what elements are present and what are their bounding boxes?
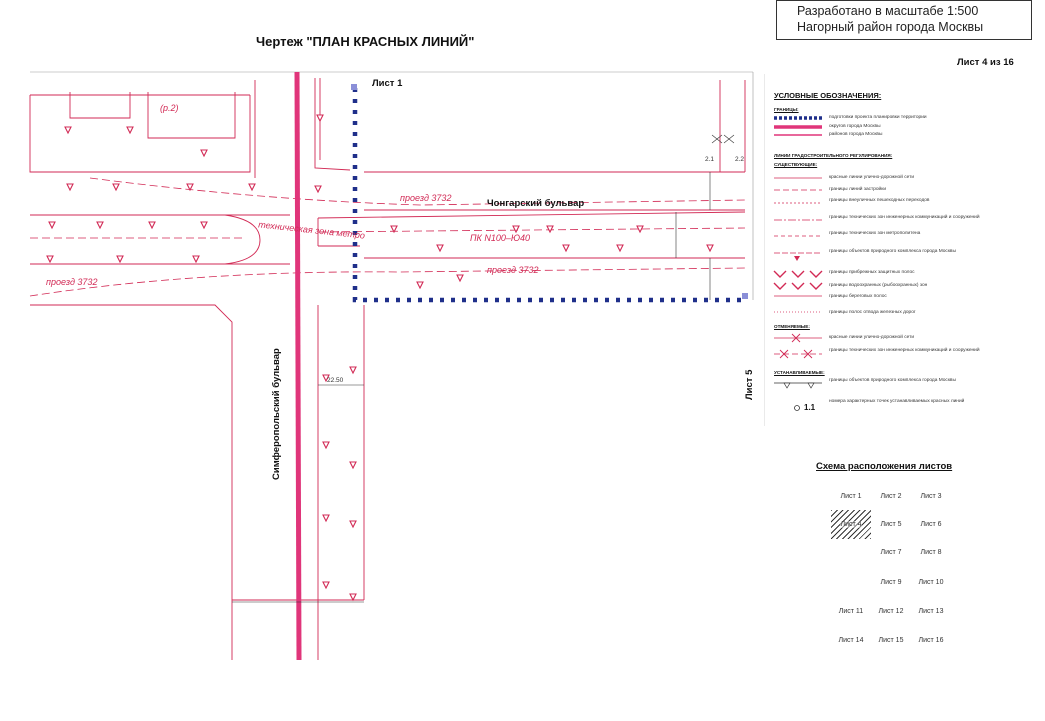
legend-section-established: УСТАНАВЛИВАЕМЫЕ: xyxy=(774,370,825,375)
scheme-cell-sheet-4-current[interactable]: Лист 4 xyxy=(831,510,871,539)
scheme-cell-sheet-6[interactable]: Лист 6 xyxy=(920,521,942,528)
sheet-link-east[interactable]: Лист 5 xyxy=(744,369,755,400)
scheme-cell-sheet-14[interactable]: Лист 14 xyxy=(838,637,864,644)
legend-point-sample: 1.1 xyxy=(804,403,816,412)
road-label-pk: ПК N100–Ю40 xyxy=(470,233,531,243)
legend-symbols xyxy=(764,74,823,426)
sheet-scheme-title: Схема расположения листов xyxy=(816,461,953,472)
legend-item-engineering-zones: границы технических зон инженерных комму… xyxy=(829,215,980,220)
legend-item-okrug-boundary: округов города Москвы xyxy=(829,124,881,129)
scale-line: Разработано в масштабе 1:500 xyxy=(797,4,979,18)
scheme-cell-sheet-8[interactable]: Лист 8 xyxy=(920,549,942,556)
legend-section-existing: СУЩЕСТВУЮЩИЕ: xyxy=(774,162,818,167)
legend-section-lines: ЛИНИИ ГРАДОСТРОИТЕЛЬНОГО РЕГУЛИРОВАНИЯ: xyxy=(774,153,893,158)
title-stamp: Разработано в масштабе 1:500 Нагорный ра… xyxy=(776,0,1032,40)
legend-item-district-boundary: районов города Москвы xyxy=(829,132,883,137)
legend-title: УСЛОВНЫЕ ОБОЗНАЧЕНИЯ: xyxy=(774,91,882,100)
sheet-scheme-grid: Лист 1 Лист 2 Лист 3 Лист 4 Лист 5 Лист … xyxy=(831,482,951,652)
scheme-cell-sheet-4-label: Лист 4 xyxy=(840,521,862,528)
dimension-2-1: 2.1 xyxy=(705,156,715,163)
legend-item-project-boundary: подготовки проекта планировки территории xyxy=(829,115,927,120)
scheme-cell-sheet-3[interactable]: Лист 3 xyxy=(920,493,942,500)
road-label-proezd-left: проезд 3732 xyxy=(46,277,98,287)
legend-item-coastal-protective-strips: границы прибрежных защитных полос xyxy=(829,270,915,275)
scheme-cell-sheet-10[interactable]: Лист 10 xyxy=(918,579,944,586)
legend-item-water-protection-zones: границы водоохранных (рыбоохранных) зон xyxy=(829,283,928,288)
scheme-cell-sheet-12[interactable]: Лист 12 xyxy=(878,608,904,615)
district-line: Нагорный район города Москвы xyxy=(797,20,984,34)
dimension-2-2: 2.2 xyxy=(735,156,745,163)
scheme-cell-sheet-15[interactable]: Лист 15 xyxy=(878,637,904,644)
dimension-width: 22.50 xyxy=(327,377,344,384)
scheme-cell-sheet-9[interactable]: Лист 9 xyxy=(880,579,902,586)
street-label-simferopolsky: Симферопольский бульвар xyxy=(271,348,282,480)
legend-item-shore-strips: границы береговых полос xyxy=(829,294,887,299)
road-label-proezd-top: проезд 3732 xyxy=(400,193,452,203)
legend-item-cancelled-engineering-zones: границы технических зон инженерных комму… xyxy=(829,348,980,353)
legend-section-boundaries: ГРАНИЦЫ: xyxy=(774,107,799,112)
legend-item-building-lines: границы линий застройки xyxy=(829,187,887,192)
legend-item-existing-red-lines: красные линии улично-дорожной сети xyxy=(829,175,915,180)
road-label-proezd-mid: проезд 3732 xyxy=(487,265,539,275)
scheme-cell-sheet-5[interactable]: Лист 5 xyxy=(880,521,902,528)
legend-item-cancelled-red-lines: красные линии улично-дорожной сети xyxy=(829,335,915,340)
sheet-counter: Лист 4 из 16 xyxy=(957,57,1014,68)
scheme-cell-sheet-11[interactable]: Лист 11 xyxy=(838,608,864,615)
scheme-cell-sheet-13[interactable]: Лист 13 xyxy=(918,608,944,615)
legend-item-natural-complex: границы объектов природного комплекса го… xyxy=(829,249,956,254)
legend-item-railway-strips: границы полос отвода железных дорог xyxy=(829,310,916,315)
road-label-rp: (р.2) xyxy=(160,103,179,113)
drawing-title: Чертеж "ПЛАН КРАСНЫХ ЛИНИЙ" xyxy=(256,34,475,49)
scheme-cell-sheet-16[interactable]: Лист 16 xyxy=(918,637,944,644)
legend-section-cancelled: ОТМЕНЯЕМЫЕ: xyxy=(774,324,810,329)
scheme-cell-sheet-7[interactable]: Лист 7 xyxy=(880,549,902,556)
street-label-chongarsky: Чонгарский бульвар xyxy=(487,198,585,209)
legend-item-established-natural: границы объектов природного комплекса го… xyxy=(829,378,956,383)
red-lines-plan-map[interactable] xyxy=(0,0,760,721)
legend-panel: УСЛОВНЫЕ ОБОЗНАЧЕНИЯ: ГРАНИЦЫ: подготовк… xyxy=(764,74,1026,426)
sheet-link-north[interactable]: Лист 1 xyxy=(372,78,403,89)
legend-item-metro-zones: границы технических зон метрополитена xyxy=(829,231,921,236)
scheme-cell-sheet-2[interactable]: Лист 2 xyxy=(880,493,902,500)
scheme-cell-sheet-1[interactable]: Лист 1 xyxy=(840,493,862,500)
legend-item-point-numbers: номера характерных точек устанавливаемых… xyxy=(829,399,965,404)
legend-item-pedestrian-crossings: границы внеуличных пешеходных переходов xyxy=(829,198,930,203)
